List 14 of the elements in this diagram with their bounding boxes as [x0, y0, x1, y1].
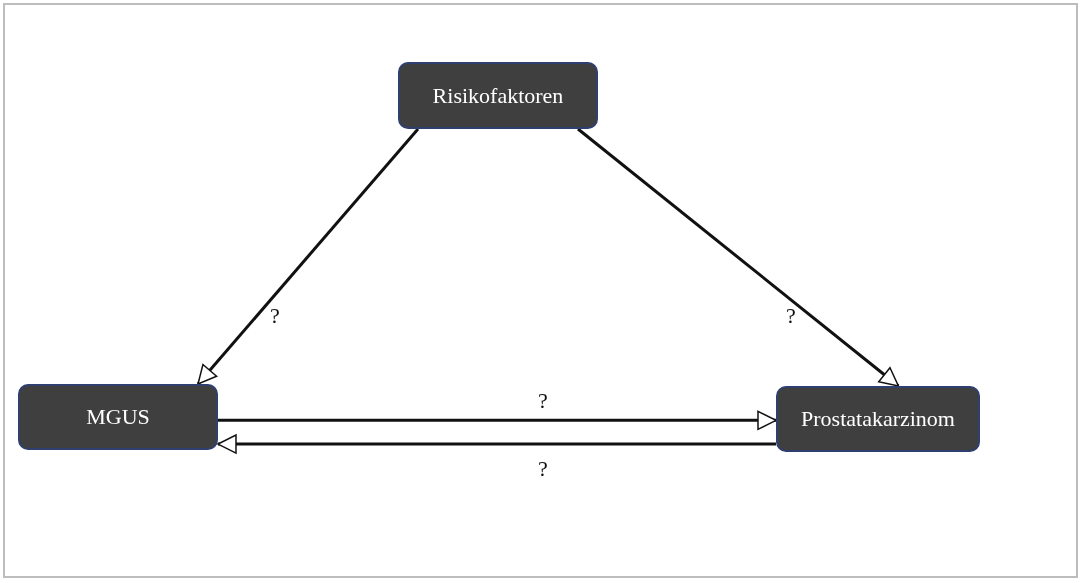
process-box — [18, 384, 218, 450]
edge-label: ? — [538, 458, 548, 480]
process-box — [398, 62, 598, 129]
node-label: Risikofaktoren — [432, 82, 564, 109]
arrow — [218, 410, 777, 431]
arrow — [577, 127, 900, 388]
node-label: Prostatakarzinom — [801, 406, 955, 432]
edge-label: ? — [538, 390, 548, 412]
edge-label: ? — [786, 305, 796, 327]
process-box — [776, 386, 980, 452]
arrow — [196, 128, 420, 385]
edge-label: ? — [270, 305, 280, 327]
arrow — [217, 434, 776, 454]
node-label: MGUS — [86, 404, 150, 430]
